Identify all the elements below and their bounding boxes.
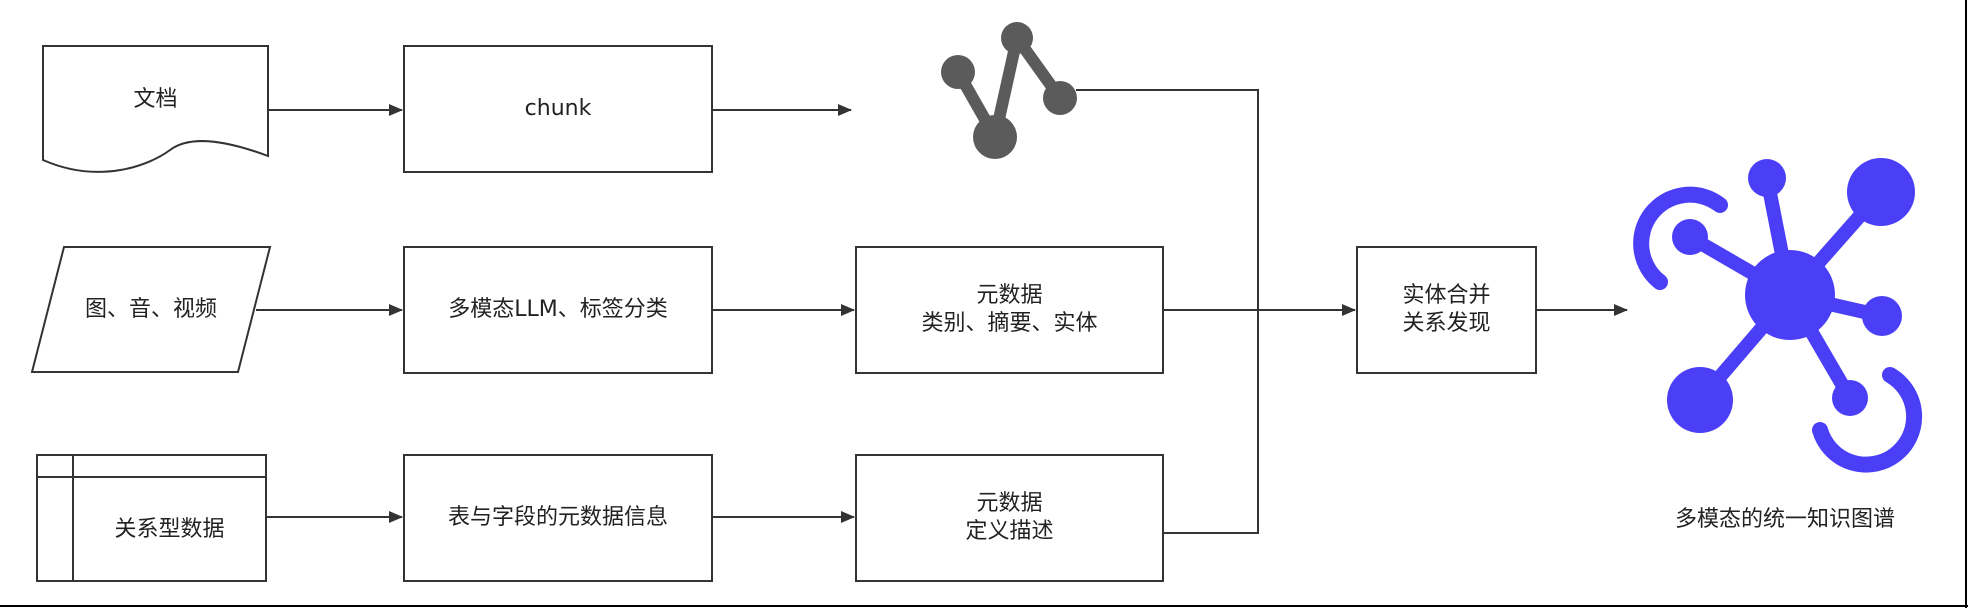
- connector-metadata2-merge: [1163, 310, 1259, 534]
- merge-line1: 实体合并: [1402, 283, 1491, 308]
- metadata1-label: 元数据 类别、摘要、实体: [856, 247, 1163, 373]
- metadata2-label: 元数据 定义描述: [856, 455, 1163, 581]
- knowledge-graph-icon: [1633, 158, 1923, 473]
- metadata1-line2: 类别、摘要、实体: [921, 311, 1098, 336]
- document-shape: [42, 45, 269, 173]
- merge-label: 实体合并 关系发现: [1357, 247, 1536, 373]
- metadata1-line1: 元数据: [976, 283, 1043, 308]
- output-caption: 多模态的统一知识图谱: [1674, 507, 1895, 532]
- metadata2-line1: 元数据: [976, 491, 1043, 516]
- multimodal-box: [403, 246, 713, 374]
- chunk-label: chunk: [524, 96, 592, 121]
- graph-nodes-icon: [941, 22, 1077, 159]
- multimodal-label: 多模态LLM、标签分类: [448, 297, 668, 322]
- table-meta-box: [403, 454, 713, 582]
- metadata-box-1: [855, 246, 1164, 374]
- metadata2-line2: 定义描述: [965, 519, 1054, 544]
- merge-line2: 关系发现: [1402, 311, 1491, 336]
- relational-table-shape: [36, 454, 267, 582]
- document-label: 文档: [133, 87, 178, 112]
- connector-graph-merge: [1076, 89, 1259, 310]
- metadata-box-2: [855, 454, 1164, 582]
- media-shape: [30, 246, 272, 373]
- relational-label: 关系型数据: [114, 517, 225, 542]
- media-label: 图、音、视频: [84, 297, 217, 322]
- chunk-box: [403, 45, 713, 173]
- table-meta-label: 表与字段的元数据信息: [447, 505, 668, 530]
